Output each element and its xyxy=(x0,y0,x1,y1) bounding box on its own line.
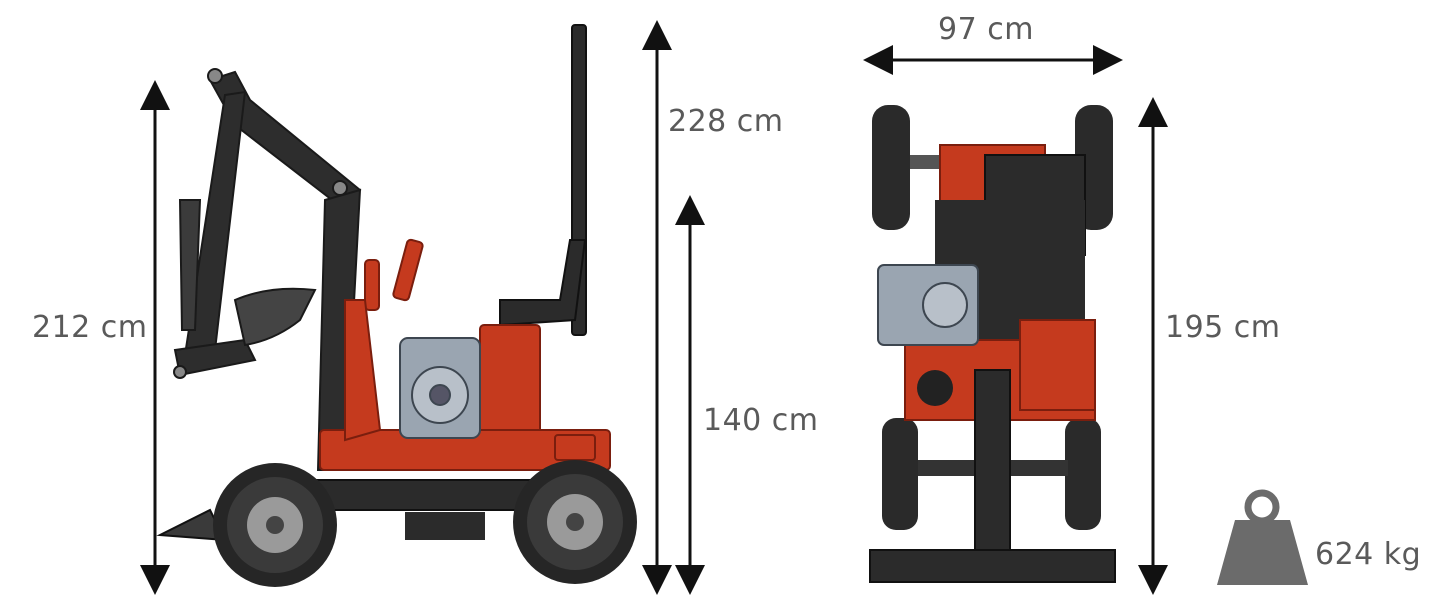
label-seat-height: 140 cm xyxy=(703,403,819,438)
weight-icon xyxy=(1217,489,1308,585)
side-wheel-front xyxy=(213,463,337,587)
label-weight: 624 kg xyxy=(1315,537,1422,572)
side-body xyxy=(319,299,611,471)
label-total-height: 212 cm xyxy=(32,310,148,345)
side-view xyxy=(156,24,637,587)
label-width: 97 cm xyxy=(938,12,1034,47)
side-wheel-rear xyxy=(513,460,637,584)
label-length: 195 cm xyxy=(1165,310,1281,345)
backhoe-arm xyxy=(173,68,362,471)
seat xyxy=(499,24,587,336)
side-engine xyxy=(399,337,481,439)
label-max-height: 228 cm xyxy=(668,104,784,139)
top-view xyxy=(869,105,1116,583)
